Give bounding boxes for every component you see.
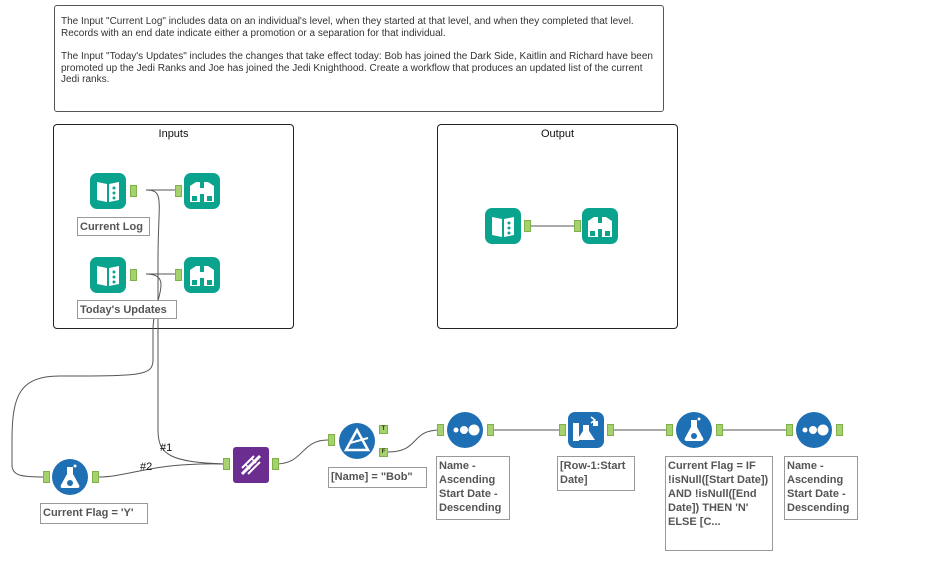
binoculars-icon <box>582 208 618 244</box>
output-input-data-tool[interactable] <box>484 207 522 245</box>
formula2-annotation: Current Flag = IF !isNull([Start Date]) … <box>665 456 773 551</box>
union-connection-label-1: #1 <box>160 442 173 454</box>
sort2-output-anchor[interactable] <box>836 424 843 436</box>
union-connection-label-2: #2 <box>140 461 153 473</box>
filter-triangle-icon <box>339 423 375 459</box>
browse-tool-2[interactable] <box>183 256 221 294</box>
output-container-title: Output <box>540 128 575 140</box>
formula1-output-anchor[interactable] <box>92 471 99 483</box>
input-data-tool-current-log[interactable] <box>89 172 127 210</box>
input1-annotation: Current Log <box>77 217 150 236</box>
formula1-input-anchor[interactable] <box>43 471 50 483</box>
output-input-output-anchor[interactable] <box>524 220 531 232</box>
inputs-container-title: Inputs <box>158 128 189 140</box>
multi-row-formula-icon <box>568 412 604 448</box>
flask-icon <box>52 459 88 495</box>
sort2-annotation: Name - Ascending Start Date - Descending <box>784 456 858 520</box>
sort-dots-icon <box>796 412 832 448</box>
wire-input1-union <box>145 189 226 465</box>
union-input-anchor[interactable] <box>223 458 230 470</box>
filter-false-anchor[interactable]: F <box>379 448 388 457</box>
comment-paragraph-2: The Input "Today's Updates" includes the… <box>61 51 653 85</box>
sort-tool-1[interactable] <box>446 411 484 449</box>
book-icon <box>90 257 126 293</box>
multirow-annotation: [Row-1:Start Date] <box>557 456 635 491</box>
browse2-input-anchor[interactable] <box>175 269 182 281</box>
comment-paragraph-1: The Input "Current Log" includes data on… <box>61 16 634 39</box>
sort2-input-anchor[interactable] <box>786 424 793 436</box>
browse-tool-1[interactable] <box>183 172 221 210</box>
dna-icon <box>233 447 269 483</box>
sort-dots-icon <box>447 412 483 448</box>
filter-annotation: [Name] = "Bob" <box>328 467 427 488</box>
multi-row-formula-tool[interactable] <box>567 411 605 449</box>
sort1-input-anchor[interactable] <box>437 424 444 436</box>
browse1-input-anchor[interactable] <box>175 185 182 197</box>
filter-tool[interactable] <box>338 422 376 460</box>
input1-output-anchor[interactable] <box>130 185 137 197</box>
sort-tool-2[interactable] <box>795 411 833 449</box>
formula2-input-anchor[interactable] <box>666 424 673 436</box>
filter-input-anchor[interactable] <box>328 434 335 446</box>
input-data-tool-todays-updates[interactable] <box>89 256 127 294</box>
sort1-annotation: Name - Ascending Start Date - Descending <box>436 456 510 520</box>
multirow-input-anchor[interactable] <box>559 424 566 436</box>
book-icon <box>485 208 521 244</box>
formula1-annotation: Current Flag = 'Y' <box>40 503 148 524</box>
binoculars-icon <box>184 257 220 293</box>
book-icon <box>90 173 126 209</box>
formula-tool-current-flag-update[interactable] <box>675 411 713 449</box>
formula2-output-anchor[interactable] <box>716 424 723 436</box>
union-tool[interactable] <box>232 446 270 484</box>
wire-union-filter <box>274 439 329 465</box>
input2-output-anchor[interactable] <box>130 269 137 281</box>
sort1-output-anchor[interactable] <box>487 424 494 436</box>
input2-annotation: Today's Updates <box>77 300 177 319</box>
wire-filter-sort1 <box>387 429 441 453</box>
multirow-output-anchor[interactable] <box>607 424 614 436</box>
wire-formula1-union <box>97 463 226 478</box>
union-output-anchor[interactable] <box>272 458 279 470</box>
flask-icon <box>676 412 712 448</box>
output-browse-tool[interactable] <box>581 207 619 245</box>
workflow-comment[interactable]: The Input "Current Log" includes data on… <box>54 5 664 112</box>
output-browse-input-anchor[interactable] <box>574 220 581 232</box>
formula-tool-current-flag[interactable] <box>51 458 89 496</box>
filter-true-anchor[interactable]: T <box>379 425 388 434</box>
binoculars-icon <box>184 173 220 209</box>
